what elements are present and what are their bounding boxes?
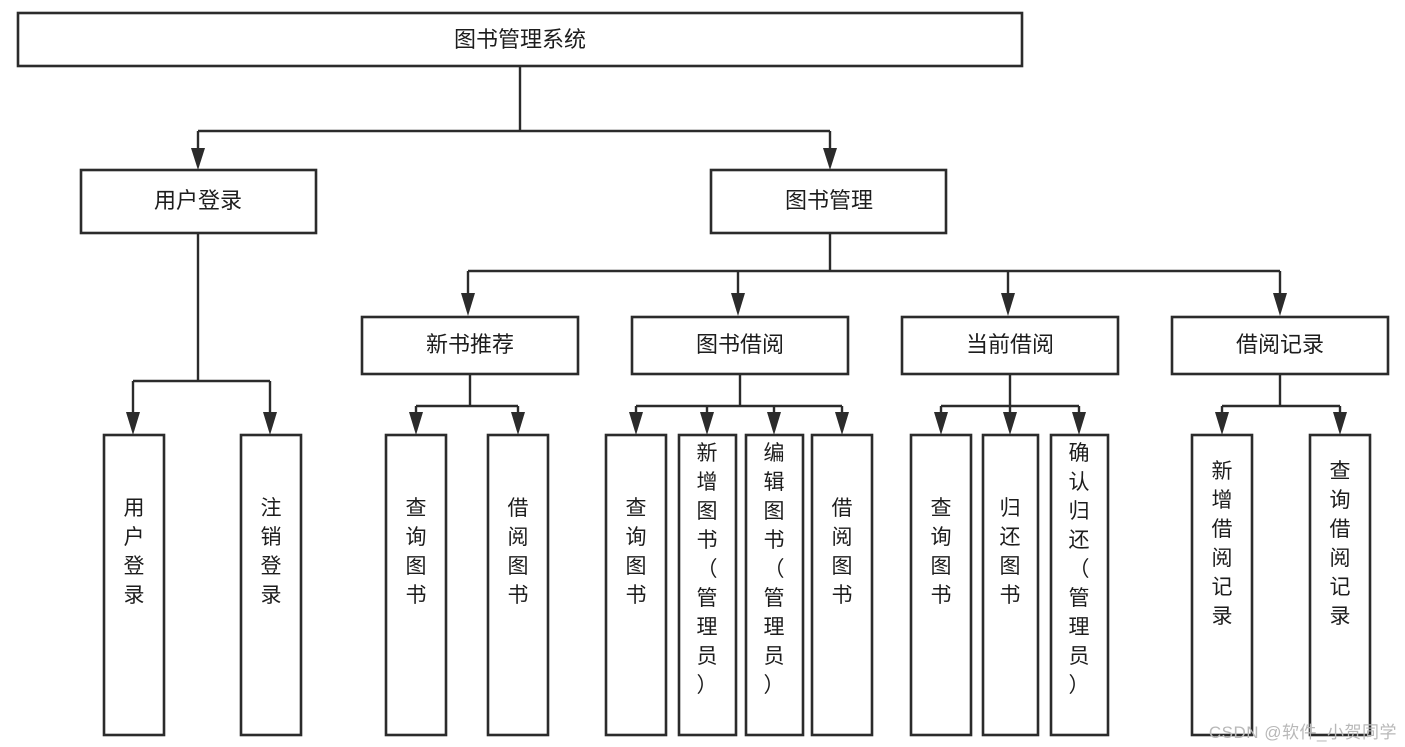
leaf-cb-return-book-box[interactable] xyxy=(981,433,1040,737)
arrow-head-nb-1 xyxy=(409,412,423,435)
leaf-node[interactable]: 查询图书 xyxy=(384,433,448,737)
arrow-head-bb-4 xyxy=(835,412,849,435)
leaf-cb-return-book-label: 归还图书 xyxy=(1000,497,1021,607)
connector-group-current-borrow xyxy=(934,375,1086,435)
node-borrow-record[interactable]: 借阅记录 xyxy=(1170,315,1390,376)
node-new-book-recommend[interactable]: 新书推荐 xyxy=(360,315,580,376)
arrow-head-bm-4 xyxy=(1273,293,1287,316)
leaf-node[interactable]: 注销登录 xyxy=(239,433,303,737)
leaf-user-login-label: 用户登录 xyxy=(124,497,145,607)
leaf-br-add-record-box[interactable] xyxy=(1190,433,1254,737)
leaf-bb-edit-book-label: 编辑图书（管理员） xyxy=(764,442,785,697)
leaf-cb-confirm-return-box[interactable] xyxy=(1049,433,1110,737)
leaf-cb-query-book-box[interactable] xyxy=(909,433,973,737)
leaf-br-query-record-label: 查询借阅记录 xyxy=(1330,460,1351,628)
leaf-node[interactable]: 用户登录 xyxy=(102,433,166,737)
arrow-head-br-1 xyxy=(1215,412,1229,435)
node-book-management[interactable]: 图书管理 xyxy=(709,168,948,235)
leaf-node[interactable]: 借阅图书 xyxy=(486,433,550,737)
arrow-head-bm-1 xyxy=(461,293,475,316)
leaf-cb-confirm-return-label: 确认归还（管理员） xyxy=(1069,442,1090,697)
connector-group-book-management xyxy=(461,234,1287,316)
node-user-login[interactable]: 用户登录 xyxy=(79,168,318,235)
arrow-head-br-2 xyxy=(1333,412,1347,435)
leaf-node[interactable]: 查询图书 xyxy=(909,433,973,737)
leaf-node[interactable]: 查询图书 xyxy=(604,433,668,737)
node-book-borrow-box[interactable] xyxy=(630,315,850,376)
arrow-head-bb-3 xyxy=(767,412,781,435)
node-book-management-label: 图书管理 xyxy=(785,188,873,213)
arrow-head-bb-2 xyxy=(700,412,714,435)
leaf-bb-query-book-box[interactable] xyxy=(604,433,668,737)
connector-group-borrow-record xyxy=(1215,375,1347,435)
node-current-borrow[interactable]: 当前借阅 xyxy=(900,315,1120,376)
node-root[interactable]: 图书管理系统 xyxy=(16,11,1024,68)
arrow-head-ul-2 xyxy=(263,412,277,435)
node-book-borrow[interactable]: 图书借阅 xyxy=(630,315,850,376)
leaf-user-login-box[interactable] xyxy=(102,433,166,737)
connector-group-book-borrow xyxy=(629,375,849,435)
node-new-book-recommend-label: 新书推荐 xyxy=(426,332,514,357)
node-user-login-label: 用户登录 xyxy=(154,188,242,213)
node-current-borrow-box[interactable] xyxy=(900,315,1120,376)
leaf-br-query-record-box[interactable] xyxy=(1308,433,1372,737)
leaf-bb-query-book-label: 查询图书 xyxy=(626,497,647,607)
leaf-node[interactable]: 借阅图书 xyxy=(810,433,874,737)
arrow-head-cb-2 xyxy=(1003,412,1017,435)
leaf-nb-query-book-box[interactable] xyxy=(384,433,448,737)
leaf-logout-label: 注销登录 xyxy=(261,497,282,607)
leaf-nb-borrow-book-label: 借阅图书 xyxy=(508,497,529,607)
node-current-borrow-label: 当前借阅 xyxy=(966,332,1054,357)
leaf-br-add-record-label: 新增借阅记录 xyxy=(1212,460,1233,628)
node-book-management-box[interactable] xyxy=(709,168,948,235)
leaf-nb-query-book-label: 查询图书 xyxy=(406,497,427,607)
leaf-bb-edit-book-box[interactable] xyxy=(744,433,805,737)
connector-group-new-book xyxy=(409,375,525,435)
arrow-head-root-2 xyxy=(823,148,837,170)
node-new-book-recommend-box[interactable] xyxy=(360,315,580,376)
arrow-head-cb-1 xyxy=(934,412,948,435)
leaf-bb-add-book-box[interactable] xyxy=(677,433,738,737)
leaf-node[interactable]: 归还图书 xyxy=(981,433,1040,737)
arrow-head-ul-1 xyxy=(126,412,140,435)
connector-group-user-login xyxy=(126,234,277,435)
leaf-node[interactable]: 查询借阅记录 xyxy=(1308,433,1372,737)
leaf-bb-borrow-book-box[interactable] xyxy=(810,433,874,737)
connector-group-root xyxy=(191,66,837,170)
leaf-node[interactable]: 新增借阅记录 xyxy=(1190,433,1254,737)
node-root-label: 图书管理系统 xyxy=(454,27,586,52)
leaf-node[interactable]: 确认归还（管理员） xyxy=(1049,433,1110,737)
leaf-cb-query-book-label: 查询图书 xyxy=(931,497,952,607)
arrow-head-nb-2 xyxy=(511,412,525,435)
arrow-head-cb-3 xyxy=(1072,412,1086,435)
leaf-bb-borrow-book-label: 借阅图书 xyxy=(832,497,853,607)
node-user-login-box[interactable] xyxy=(79,168,318,235)
leaf-logout-box[interactable] xyxy=(239,433,303,737)
leaf-nb-borrow-book-box[interactable] xyxy=(486,433,550,737)
node-borrow-record-label: 借阅记录 xyxy=(1236,332,1324,357)
arrow-head-root-1 xyxy=(191,148,205,170)
arrow-head-bb-1 xyxy=(629,412,643,435)
leaf-bb-add-book-label: 新增图书（管理员） xyxy=(697,442,718,697)
arrow-head-bm-2 xyxy=(731,293,745,316)
leaf-node[interactable]: 新增图书（管理员） xyxy=(677,433,738,737)
node-root-box[interactable] xyxy=(16,11,1024,68)
leaf-node[interactable]: 编辑图书（管理员） xyxy=(744,433,805,737)
node-book-borrow-label: 图书借阅 xyxy=(696,332,784,357)
node-borrow-record-box[interactable] xyxy=(1170,315,1390,376)
arrow-head-bm-3 xyxy=(1001,293,1015,316)
